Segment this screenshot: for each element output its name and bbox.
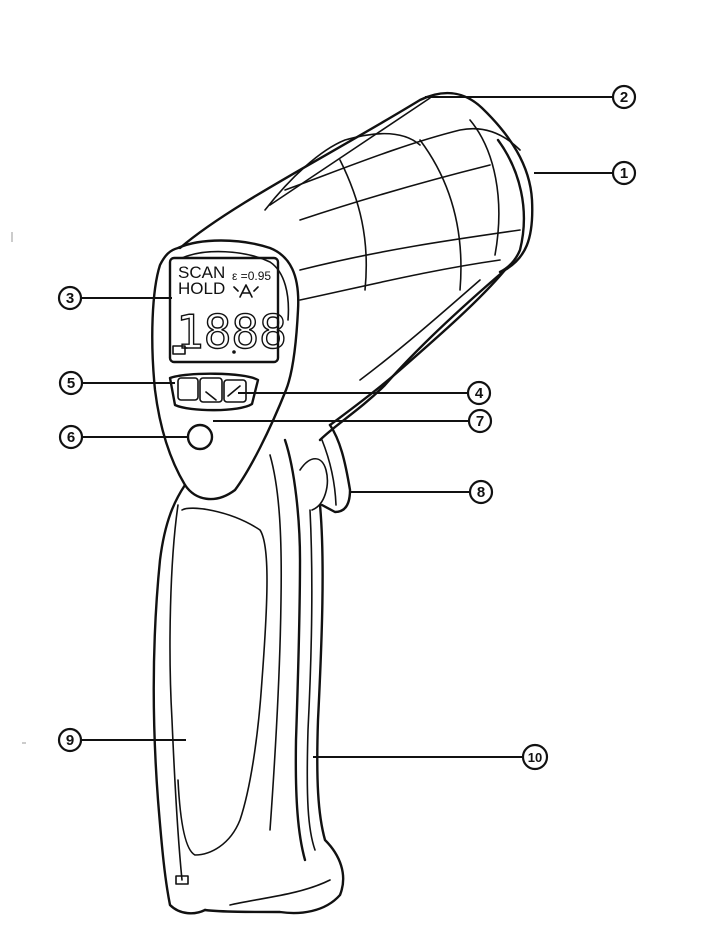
callout-3: 3 [57,285,83,311]
callout-4-label: 4 [475,385,484,402]
callout-10-label: 10 [528,750,542,765]
callout-4: 4 [466,380,492,406]
thermometer-head [178,91,534,442]
callout-10: 10 [521,743,549,771]
leader-lines [82,96,612,758]
callout-8: 8 [468,479,494,505]
lcd-hold-label: HOLD [178,279,225,298]
callout-7: 7 [467,408,493,434]
button-row [168,372,260,412]
lcd-emissivity: ε =0.95 [232,269,271,283]
bottom-latch-icon [175,875,189,885]
battery-icon [172,345,188,355]
up-button[interactable] [223,379,247,403]
lcd-scan-label: SCAN [178,263,225,282]
display-bezel [151,239,300,501]
callout-9-label: 9 [66,732,74,749]
handle [152,438,345,915]
callout-6: 6 [58,424,84,450]
lcd-decimal-point [232,350,236,354]
callout-7-label: 7 [476,413,484,430]
callout-9: 9 [57,727,83,753]
laser-backlight-button[interactable] [186,423,214,451]
lcd-screen: SCAN HOLD ε =0.95 1888 ' [168,256,287,364]
callout-2: 2 [611,84,637,110]
callout-2-label: 2 [620,89,628,106]
mode-button[interactable] [199,377,223,403]
callout-6-label: 6 [67,429,75,446]
down-button[interactable] [177,377,199,401]
callout-8-label: 8 [477,484,485,501]
callout-1: 1 [611,160,637,186]
laser-icon [233,284,259,298]
callout-5-label: 5 [67,375,75,392]
callout-3-label: 3 [66,290,74,307]
callout-1-label: 1 [620,165,628,182]
callout-5: 5 [58,370,84,396]
lcd-reading: 1888 [176,305,287,359]
trigger[interactable] [299,423,352,514]
lcd-degree-mark: ' [262,332,264,342]
